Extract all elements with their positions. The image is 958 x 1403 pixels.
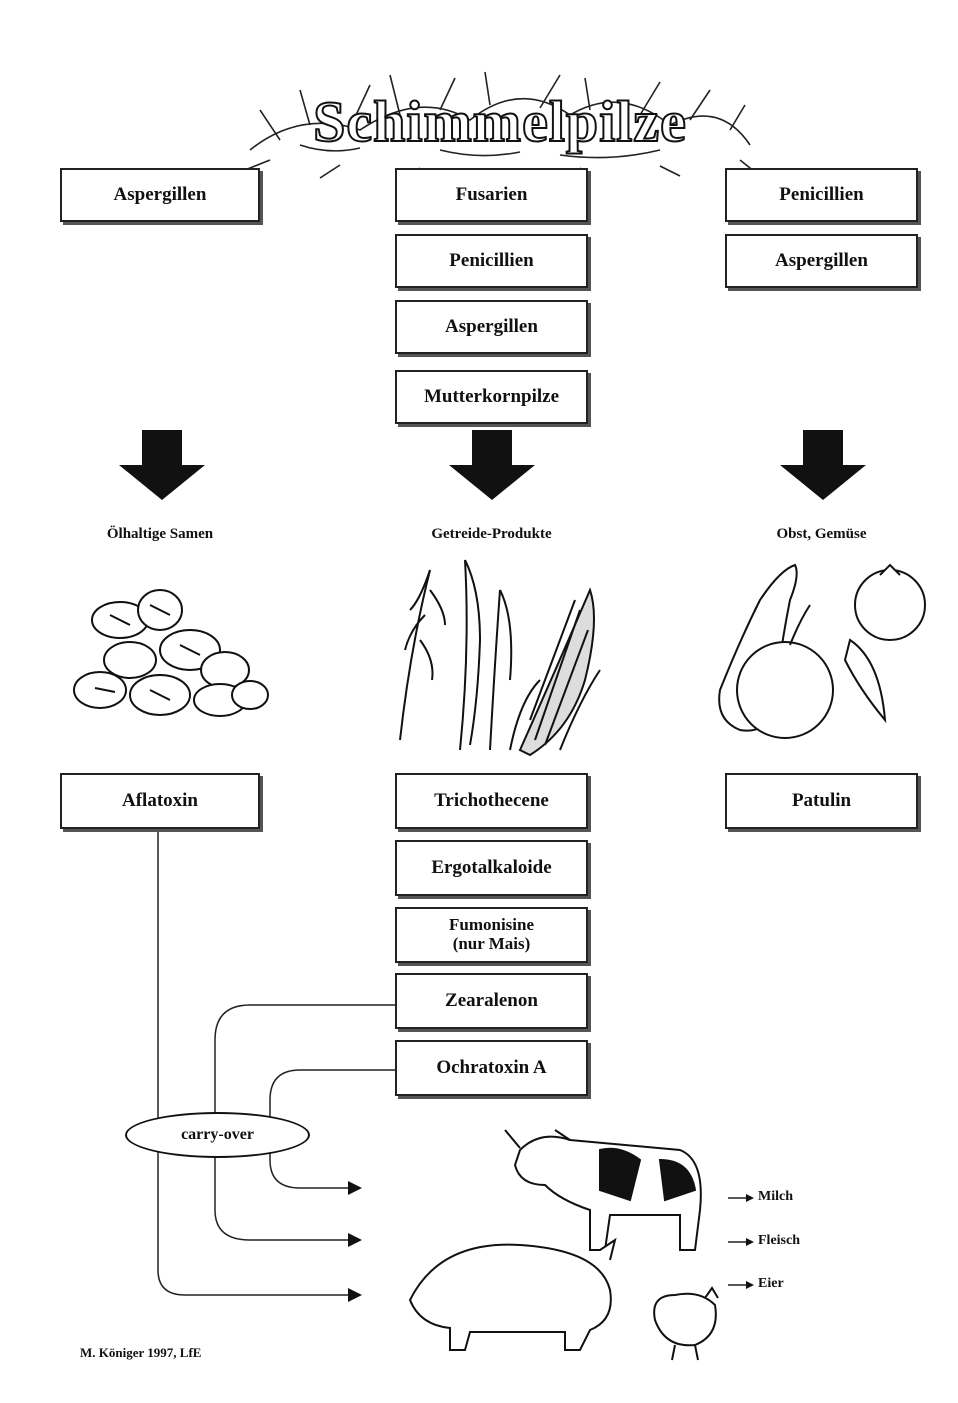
arrow-right-icon <box>746 1194 754 1202</box>
fungus-box: Fusarien <box>395 168 588 222</box>
arrow-right-icon <box>746 1238 754 1246</box>
fungus-box: Aspergillen <box>395 300 588 354</box>
arrow-right-icon <box>348 1233 362 1247</box>
credit-text: M. Königer 1997, LfE <box>80 1345 202 1360</box>
product-label: Fleisch <box>758 1233 800 1248</box>
carry-over-ellipse: carry-over <box>125 1112 310 1158</box>
product-label: Eier <box>758 1276 784 1291</box>
category-label: Getreide-Produkte <box>431 526 552 542</box>
toxin-box: Fumonisine (nur Mais) <box>395 907 588 963</box>
product-label: Milch <box>758 1189 793 1204</box>
arrow-right-icon <box>348 1288 362 1302</box>
toxin-box: Aflatoxin <box>60 773 260 829</box>
diagram-title: Schimmelpilze <box>312 88 687 155</box>
fungus-box: Aspergillen <box>725 234 918 288</box>
category-label: Obst, Gemüse <box>776 526 867 542</box>
fungus-box: Penicillien <box>395 234 588 288</box>
down-arrow-icon <box>119 430 205 500</box>
toxin-box: Ochratoxin A <box>395 1040 588 1096</box>
down-arrow-icon <box>780 430 866 500</box>
toxin-box: Patulin <box>725 773 918 829</box>
toxin-box: Trichothecene <box>395 773 588 829</box>
carry-over-label: carry-over <box>181 1126 254 1143</box>
fungus-box: Aspergillen <box>60 168 260 222</box>
toxin-box: Ergotalkaloide <box>395 840 588 896</box>
fungus-box: Penicillien <box>725 168 918 222</box>
fungus-box: Mutterkornpilze <box>395 370 588 424</box>
toxin-box: Zearalenon <box>395 973 588 1029</box>
arrow-right-icon <box>746 1281 754 1289</box>
down-arrow-icon <box>449 430 535 500</box>
arrow-right-icon <box>348 1181 362 1195</box>
category-label: Ölhaltige Samen <box>106 526 214 542</box>
